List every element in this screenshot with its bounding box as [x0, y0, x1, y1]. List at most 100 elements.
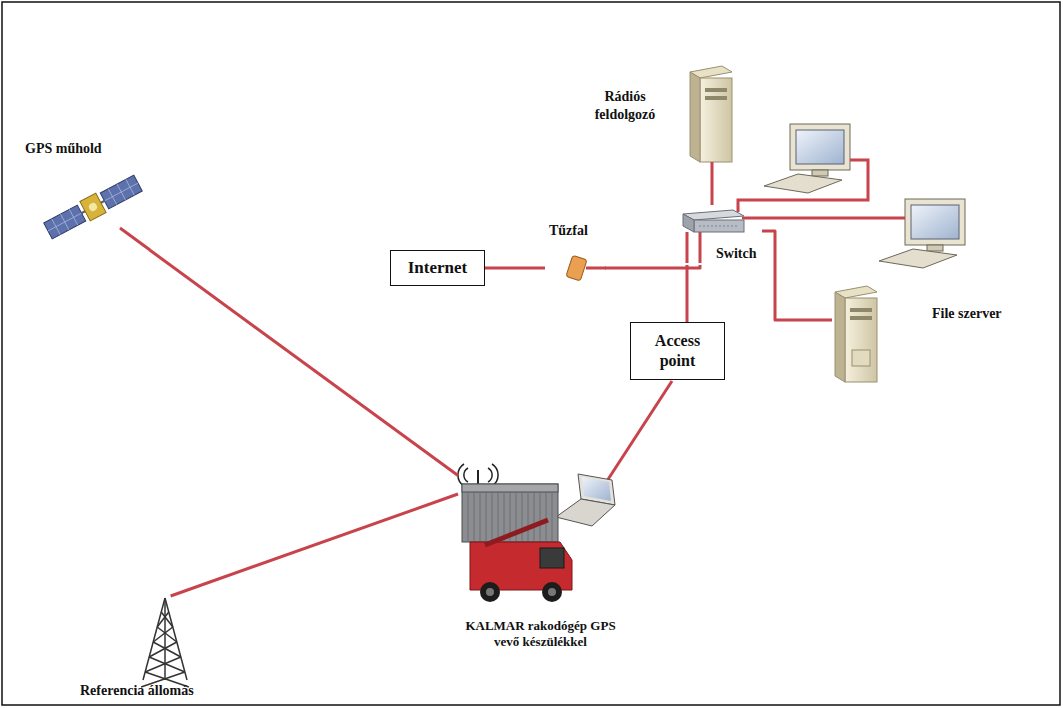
- kalmar-reach-stacker: [528, 493, 529, 541]
- node-label: Access point: [642, 331, 714, 371]
- gps-satellite-icon: [100, 175, 142, 209]
- server-tower-icon: [850, 308, 872, 312]
- gps-satellite-icon: [88, 202, 99, 213]
- workstation-icon: [790, 124, 850, 170]
- node-label: KALMAR rakodógép GPS vevő készülékkel: [458, 618, 623, 651]
- network-cable: [586, 160, 905, 484]
- network-cable: [586, 267, 606, 270]
- network-cable: [699, 232, 702, 263]
- node-label: File szerver: [932, 305, 1002, 323]
- network-link: [171, 494, 458, 596]
- node-label: Tűzfal: [549, 222, 588, 240]
- workstation-icon: [764, 174, 842, 193]
- kalmar-reach-stacker: [542, 582, 562, 602]
- reference-station-tower: [149, 657, 185, 672]
- server-tower-icon: [711, 162, 714, 165]
- kalmar-reach-stacker: [540, 493, 541, 541]
- access-point-box: Access point: [630, 322, 725, 380]
- server-tower-icon: [705, 88, 727, 92]
- vehicle-node: KALMAR rakodógép GPS vevő készülékkel: [458, 458, 626, 670]
- reference-station-tower: [157, 627, 177, 642]
- server-tower-icon: [850, 316, 872, 320]
- server-node: File szerver: [832, 283, 1022, 383]
- workstation-icon: [812, 170, 828, 176]
- laptop-icon: [556, 474, 615, 526]
- kalmar-reach-stacker: [522, 493, 523, 541]
- kalmar-reach-stacker: [480, 493, 481, 541]
- server-tower-icon: [705, 96, 727, 100]
- network-switch-icon: [683, 214, 694, 232]
- kalmar-reach-stacker: [486, 588, 494, 596]
- server-tower-icon: [700, 78, 732, 162]
- network-switch-icon: [699, 226, 738, 227]
- gps-satellite-icon: [80, 193, 106, 221]
- network-link: [711, 165, 714, 205]
- kalmar-reach-stacker: [546, 493, 547, 541]
- server-node: Rádiós feldolgozó: [585, 60, 735, 165]
- network-switch-icon: [694, 220, 744, 232]
- server-tower-icon: [835, 292, 845, 382]
- server-tower-icon: [845, 298, 877, 382]
- network-link: [485, 267, 545, 270]
- network-cable: [605, 381, 672, 484]
- reference-station-tower: [149, 642, 177, 657]
- node-label: Switch: [716, 245, 756, 263]
- workstation-icon: [911, 205, 959, 239]
- kalmar-reach-stacker: [480, 582, 500, 602]
- reference-station-tower: [141, 598, 189, 687]
- reference-station-tower: [153, 627, 173, 642]
- gps-satellite-icon: [104, 183, 138, 201]
- kalmar-reach-stacker: [534, 493, 535, 541]
- kalmar-reach-stacker: [485, 520, 548, 545]
- kalmar-reach-stacker: [458, 464, 498, 486]
- server-tower-icon: [690, 72, 700, 162]
- reference-station-tower: [141, 598, 189, 687]
- gps-satellite-icon: [43, 173, 143, 240]
- satellite-node: GPS műhold: [25, 140, 155, 250]
- node-label: Referencia állomás: [80, 682, 194, 700]
- server-tower-icon: [690, 66, 732, 165]
- kalmar-reach-stacker: [540, 548, 564, 568]
- reference-station-tower: [164, 598, 166, 680]
- network-link: [762, 231, 832, 320]
- gps-satellite-icon: [48, 213, 82, 231]
- kalmar-reach-stacker: [474, 493, 475, 541]
- firewall-node: Tűzfal: [545, 222, 605, 284]
- network-switch-icon: [683, 210, 744, 232]
- reference-station-tower: [145, 657, 181, 672]
- server-tower-icon: [835, 286, 877, 382]
- node-label: Rádiós feldolgozó: [585, 88, 665, 123]
- kalmar-reach-stacker: [492, 493, 493, 541]
- kalmar-reach-stacker: [462, 484, 558, 492]
- workstation-icon: [879, 199, 965, 268]
- kalmar-reach-stacker: [552, 493, 553, 541]
- kalmar-reach-stacker: [498, 493, 499, 541]
- node-label: Internet: [408, 257, 467, 278]
- workstation-icon: [927, 245, 943, 251]
- network-cable: [742, 217, 905, 220]
- gps-satellite-icon: [44, 175, 143, 239]
- kalmar-reach-stacker: [548, 588, 556, 596]
- internet-box: Internet: [390, 250, 485, 286]
- kalmar-reach-stacker: [477, 470, 479, 484]
- kalmar-reach-stacker: [504, 493, 505, 541]
- kalmar-reach-stacker: [458, 464, 572, 602]
- switch-node: Switch: [680, 205, 762, 265]
- kalmar-reach-stacker: [486, 493, 487, 541]
- gps-satellite-icon: [43, 173, 150, 250]
- laptop-icon: [556, 499, 615, 526]
- workstation-icon: [879, 249, 957, 268]
- reference-station-tower: [153, 642, 181, 657]
- network-cable: [686, 232, 689, 263]
- network-cable: [738, 160, 868, 212]
- laptop-icon: [582, 477, 611, 501]
- kalmar-reach-stacker: [470, 542, 572, 590]
- firewall-icon: [566, 255, 587, 281]
- network-link: [686, 265, 689, 322]
- reference-station-tower: [157, 612, 169, 627]
- workstation-icon: [905, 199, 965, 245]
- workstation-icon: [764, 124, 850, 193]
